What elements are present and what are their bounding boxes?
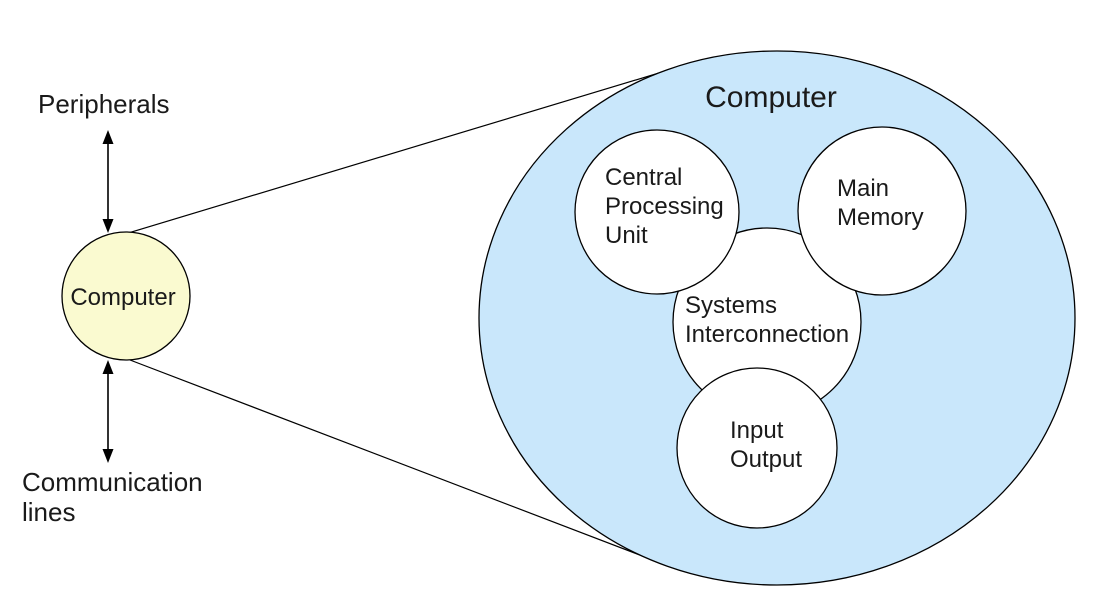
communication-double-arrow	[102, 360, 114, 463]
arrow-down-icon	[102, 219, 114, 233]
systems-interconnection-label-line2: Interconnection	[685, 321, 849, 348]
zoom-tangent-line-bottom	[129, 359, 646, 558]
main-memory-label-line1: Main	[837, 175, 889, 202]
systems-interconnection-label-line1: Systems	[685, 292, 777, 319]
zoomed-computer-title: Computer	[705, 81, 837, 114]
small-computer-label: Computer	[70, 284, 175, 311]
main-memory-label-line2: Memory	[837, 204, 924, 231]
input-output-label-line1: Input	[730, 417, 784, 444]
main-memory-circle	[797, 126, 967, 296]
peripherals-label: Peripherals	[38, 89, 170, 119]
small-computer-circle	[61, 231, 191, 361]
cpu-circle	[574, 129, 740, 295]
arrow-down-icon	[102, 449, 114, 463]
communication-label-line2: lines	[22, 497, 75, 527]
cpu-label-line2: Processing	[605, 193, 724, 220]
arrow-up-icon	[102, 360, 114, 374]
input-output-label-line2: Output	[730, 446, 802, 473]
cpu-label-line3: Unit	[605, 222, 648, 249]
zoom-tangent-line-top	[124, 72, 660, 235]
peripherals-double-arrow	[102, 130, 114, 233]
input-output-circle	[676, 367, 838, 529]
cpu-label-line1: Central	[605, 164, 682, 191]
communication-label-line1: Communication	[22, 467, 203, 497]
arrow-up-icon	[102, 130, 114, 144]
